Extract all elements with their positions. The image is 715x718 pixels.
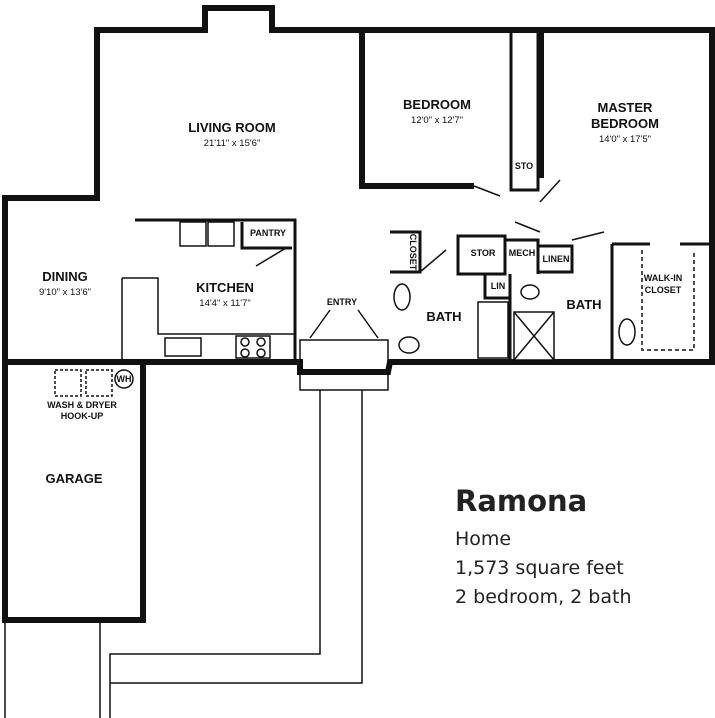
burner bbox=[256, 337, 266, 347]
driveway-edge bbox=[4, 620, 101, 718]
stor-mech-wall bbox=[456, 234, 507, 276]
plan-type: Home bbox=[455, 528, 512, 550]
sink bbox=[618, 318, 636, 346]
entry-porch bbox=[299, 339, 389, 391]
linen-label: LINEN bbox=[543, 254, 570, 264]
shower-x bbox=[513, 311, 555, 361]
living-room-dim: 21'11" x 15'6" bbox=[204, 138, 261, 149]
master-dim: 14'0" x 17'5" bbox=[599, 134, 651, 145]
refrigerator bbox=[179, 221, 207, 247]
plan-rooms-summary: 2 bedroom, 2 bath bbox=[455, 586, 632, 608]
pantry-wall bbox=[240, 222, 292, 250]
walkin-label-1: WALK-IN bbox=[644, 273, 683, 283]
bath-label-2: BATH bbox=[566, 297, 601, 312]
plan-name: Ramona bbox=[455, 484, 588, 518]
walkway bbox=[109, 390, 363, 718]
bedroom-label: BEDROOM bbox=[403, 97, 471, 112]
sink bbox=[393, 283, 411, 311]
bath-label-1: BATH bbox=[426, 309, 461, 324]
entry-label: ENTRY bbox=[327, 297, 357, 307]
bath-partition bbox=[390, 230, 422, 274]
plan-area: 1,573 square feet bbox=[455, 557, 624, 579]
burner bbox=[240, 348, 250, 358]
master-label-1: MASTER bbox=[598, 100, 654, 115]
toilet bbox=[520, 284, 540, 300]
closet-shelf bbox=[641, 250, 695, 351]
water-heater bbox=[114, 369, 134, 389]
linen-wall bbox=[538, 244, 574, 274]
kitchen-counter bbox=[121, 277, 296, 362]
mech-label: MECH bbox=[509, 248, 536, 258]
sto-label: STO bbox=[515, 161, 533, 171]
mech-wall bbox=[505, 238, 540, 274]
walkin-label-2: CLOSET bbox=[645, 285, 682, 295]
water-heater-label: WH bbox=[117, 374, 132, 384]
living-room-label: LIVING ROOM bbox=[188, 120, 275, 135]
entry-door-swing bbox=[309, 309, 379, 339]
kitchen-dim: 14'4" x 11'7" bbox=[199, 298, 250, 309]
appliance bbox=[207, 221, 235, 247]
lin-label: LIN bbox=[491, 281, 506, 291]
stor-label: STOR bbox=[471, 248, 496, 258]
door-swing bbox=[255, 179, 605, 273]
garage-label: GARAGE bbox=[45, 471, 102, 486]
wash-dryer-label-2: HOOK-UP bbox=[61, 411, 104, 421]
master-label-2: BEDROOM bbox=[591, 116, 659, 131]
burner bbox=[256, 348, 266, 358]
kitchen-wall bbox=[135, 218, 297, 362]
washer bbox=[54, 369, 82, 397]
lin-wall bbox=[483, 274, 510, 300]
closet-label: CLOSET bbox=[408, 234, 418, 271]
bathtub bbox=[477, 301, 509, 359]
dining-dim: 9'10" x 13'6" bbox=[39, 287, 91, 298]
pantry-label: PANTRY bbox=[250, 228, 286, 238]
dryer bbox=[85, 369, 113, 397]
dining-label: DINING bbox=[42, 269, 88, 284]
plan-info: Ramona Home 1,573 square feet 2 bedroom,… bbox=[455, 483, 705, 612]
bedroom-wall bbox=[359, 30, 474, 189]
walkin-wall bbox=[610, 242, 712, 362]
kitchen-label: KITCHEN bbox=[196, 280, 254, 295]
bedroom-dim: 12'0" x 12'7" bbox=[411, 115, 463, 126]
burner bbox=[240, 337, 250, 347]
toilet bbox=[398, 336, 420, 354]
kitchen-sink bbox=[164, 337, 202, 357]
wash-dryer-label-1: WASH & DRYER bbox=[47, 400, 117, 410]
